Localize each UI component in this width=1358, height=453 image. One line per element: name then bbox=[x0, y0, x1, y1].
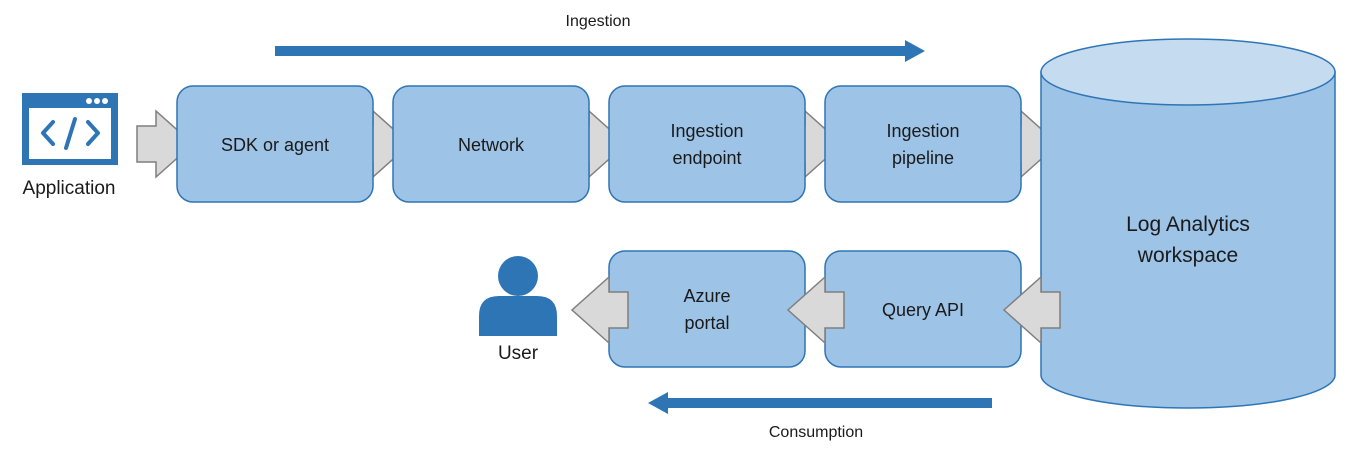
workspace-label-line1: Log Analytics bbox=[1126, 213, 1250, 236]
connector-arrow-app-to-sdk bbox=[136, 109, 195, 179]
node-endpoint-label-line1: Ingestion bbox=[670, 121, 743, 141]
user-icon bbox=[479, 256, 557, 336]
ingestion-direction-arrow bbox=[275, 40, 925, 62]
node-pipeline-label-line1: Ingestion bbox=[886, 121, 959, 141]
node-sdk-label: SDK or agent bbox=[221, 135, 329, 155]
node-portal-label-line1: Azure bbox=[683, 286, 730, 306]
log-analytics-workspace-cylinder: Log Analytics workspace bbox=[1040, 38, 1336, 409]
node-ingestion-pipeline: Ingestion pipeline bbox=[824, 85, 1022, 203]
node-pipeline-label-line2: pipeline bbox=[892, 148, 954, 168]
node-network: Network bbox=[392, 85, 590, 203]
node-endpoint-label-line2: endpoint bbox=[672, 148, 741, 168]
workspace-label-line2: workspace bbox=[1137, 244, 1238, 267]
code-window-icon bbox=[22, 93, 118, 165]
consumption-direction-arrow bbox=[648, 392, 992, 414]
application-label: Application bbox=[23, 178, 116, 199]
ingestion-label: Ingestion bbox=[566, 13, 631, 30]
consumption-label: Consumption bbox=[769, 424, 863, 441]
node-azure-portal: Azure portal bbox=[608, 250, 806, 368]
connector-arrow-portal-to-user bbox=[570, 275, 629, 345]
user-label: User bbox=[498, 343, 539, 364]
node-ingestion-endpoint: Ingestion endpoint bbox=[608, 85, 806, 203]
node-query-api: Query API bbox=[824, 250, 1022, 368]
node-network-label: Network bbox=[458, 135, 525, 155]
node-sdk-or-agent: SDK or agent bbox=[176, 85, 374, 203]
node-query-api-label: Query API bbox=[882, 300, 964, 320]
connector-arrow-workspace-to-query-api bbox=[1002, 275, 1061, 345]
node-portal-label-line2: portal bbox=[684, 313, 729, 333]
connector-arrow-query-api-to-portal bbox=[786, 275, 845, 345]
